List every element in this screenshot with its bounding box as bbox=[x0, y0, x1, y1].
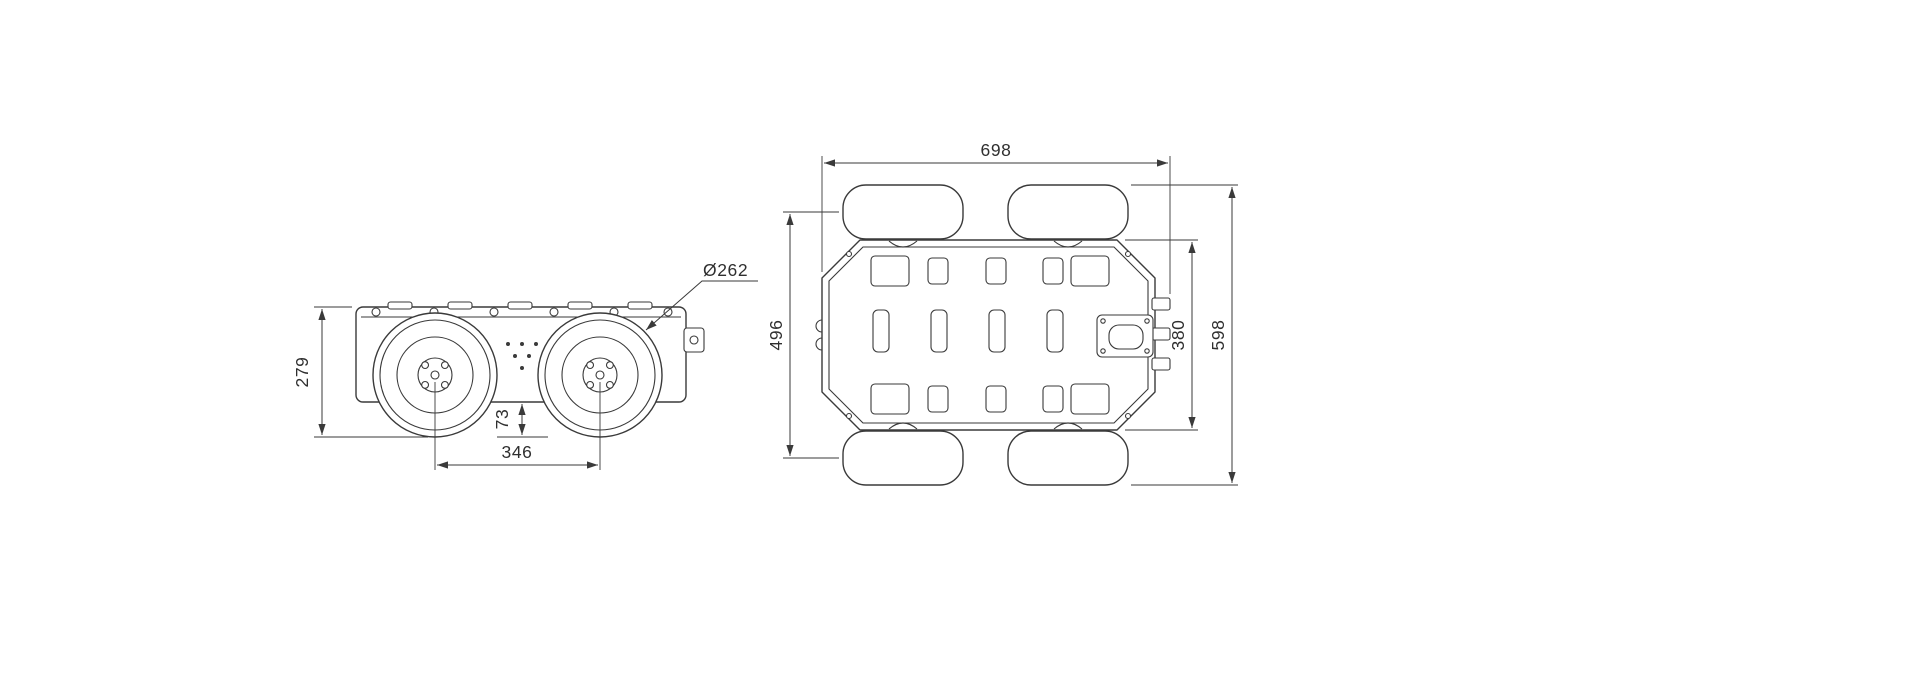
wheel-bottom-right bbox=[1007, 430, 1129, 486]
wheel-top-left bbox=[842, 184, 964, 240]
dimension-track-width: 496 bbox=[766, 211, 839, 459]
dim-label-overall-width: 598 bbox=[1208, 320, 1228, 351]
deck-slots bbox=[870, 255, 1110, 415]
dim-label-track-width: 496 bbox=[766, 320, 786, 351]
dimension-wheel-diameter: Ø262 bbox=[645, 260, 758, 331]
top-wheels bbox=[842, 184, 1129, 486]
dim-label-length: 698 bbox=[981, 140, 1012, 160]
dimension-height: 279 bbox=[292, 306, 428, 438]
dimension-overall-width: 598 bbox=[1131, 184, 1238, 486]
dim-label-wheelbase: 346 bbox=[502, 442, 533, 462]
dimension-length: 698 bbox=[821, 140, 1171, 294]
dim-label-wheel-diameter: Ø262 bbox=[703, 260, 748, 280]
dimension-ground-clearance: 73 bbox=[492, 404, 548, 438]
top-hitch bbox=[1096, 314, 1154, 358]
top-view: 698 496 380 598 bbox=[766, 140, 1238, 486]
dim-label-body-width: 380 bbox=[1168, 320, 1188, 351]
dimension-wheelbase: 346 bbox=[434, 382, 601, 470]
dim-label-height: 279 bbox=[292, 357, 312, 388]
wheel-top-right bbox=[1007, 184, 1129, 240]
side-view: 279 73 346 Ø262 bbox=[292, 260, 758, 470]
side-hitch bbox=[683, 327, 705, 353]
dim-label-ground-clearance: 73 bbox=[492, 409, 512, 430]
front-wheel bbox=[537, 312, 663, 438]
dimension-body-width: 380 bbox=[1125, 239, 1198, 431]
wheel-bottom-left bbox=[842, 430, 964, 486]
